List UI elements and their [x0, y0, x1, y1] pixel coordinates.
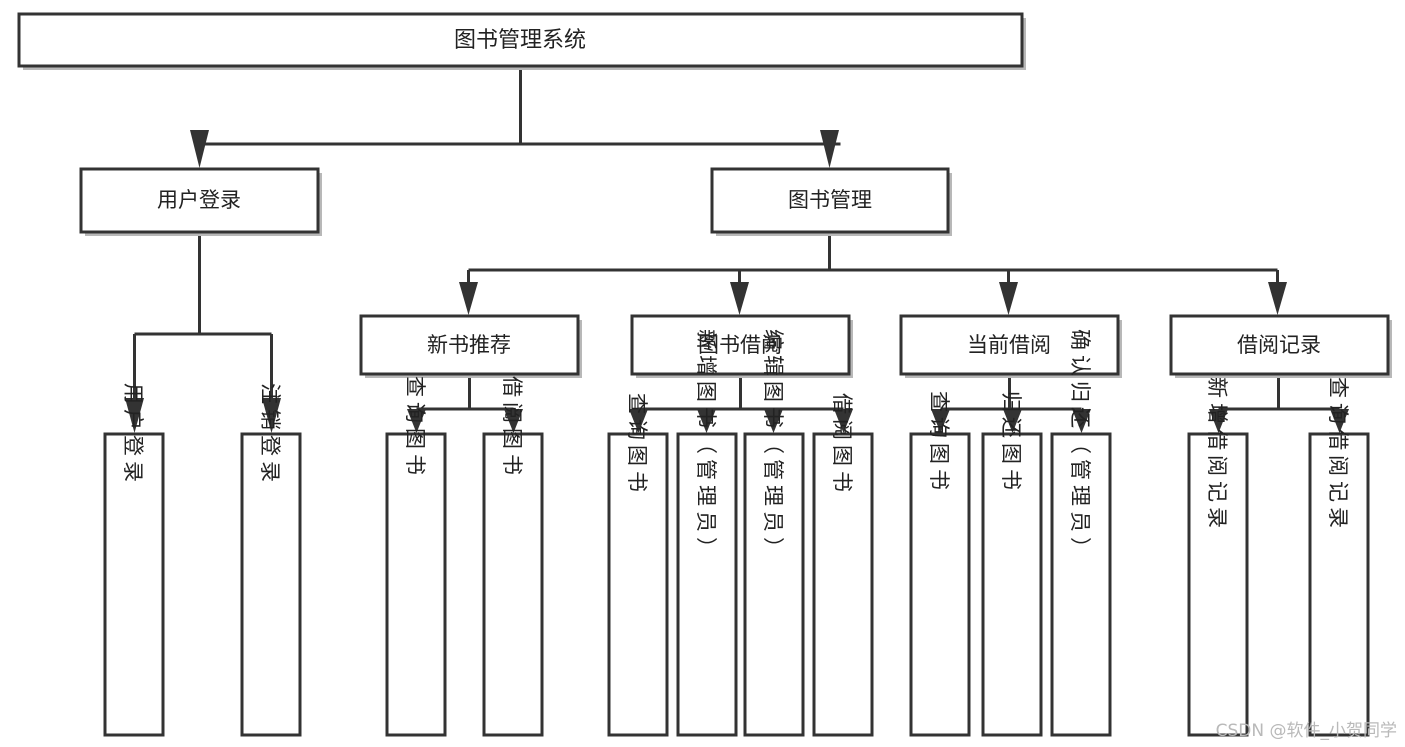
- leaf-node-borrow-book-1[interactable]: 借阅图书: [482, 376, 544, 737]
- new-book-recommend-rect[interactable]: [359, 314, 580, 376]
- arrowhead-leaf-user-logout: [262, 398, 281, 433]
- new-book-recommend-label: 新书推荐: [427, 333, 511, 357]
- leaf-return-book-label: 归还图书: [999, 391, 1023, 495]
- node-book-manage[interactable]: 图书管理: [710, 167, 952, 236]
- leaf-query-book-2-rect[interactable]: [607, 432, 669, 737]
- leaf-node-borrow-book-2[interactable]: 借阅图书: [812, 393, 874, 737]
- user-login-rect[interactable]: [79, 167, 320, 234]
- leaf-query-book-1-rect[interactable]: [385, 432, 447, 737]
- arrowhead-current-borrow: [999, 282, 1018, 315]
- arrowhead-leaf-borrow-book-1: [504, 409, 523, 433]
- node-borrow-record[interactable]: 借阅记录: [1169, 314, 1392, 378]
- book-manage-rect[interactable]: [710, 167, 950, 234]
- arrowhead-leaf-user-login: [125, 398, 144, 433]
- leaf-user-login-rect[interactable]: [103, 432, 165, 737]
- leaf-node-edit-book[interactable]: 编辑图书（管理员）: [743, 329, 805, 737]
- leaf-query-book-1-label: 查询图书: [403, 376, 427, 480]
- leaf-node-user-login[interactable]: 用户登录: [103, 383, 165, 737]
- leaf-node-user-logout[interactable]: 注销登录: [240, 383, 302, 737]
- current-borrow-label: 当前借阅: [967, 333, 1051, 357]
- arrowhead-leaf-add-record: [1209, 409, 1228, 433]
- arrowhead-leaf-confirm-return: [1072, 409, 1091, 433]
- leaf-add-record-label: 新增借阅记录: [1205, 377, 1229, 533]
- node-current-borrow[interactable]: 当前借阅: [899, 314, 1122, 378]
- user-login-label: 用户登录: [157, 188, 241, 212]
- leaf-node-confirm-return[interactable]: 确认归还（管理员）: [1050, 329, 1112, 737]
- leaf-query-record-rect[interactable]: [1308, 432, 1370, 737]
- leaf-query-book-3-rect[interactable]: [909, 432, 971, 737]
- leaf-borrow-book-1-label: 借阅图书: [500, 376, 524, 480]
- leaf-return-book-rect[interactable]: [981, 432, 1043, 737]
- root-label: 图书管理系统: [454, 28, 586, 53]
- leaf-borrow-book-1-rect[interactable]: [482, 432, 544, 737]
- book-borrow-label: 图书借阅: [698, 333, 782, 357]
- leaf-add-book-rect[interactable]: [676, 432, 738, 737]
- leaf-user-logout-label: 注销登录: [258, 383, 282, 487]
- leaf-query-record-label: 查询借阅记录: [1326, 377, 1350, 533]
- arrowhead-new-book-recommend: [459, 282, 478, 315]
- book-manage-label: 图书管理: [788, 188, 872, 212]
- arrowhead-book-borrow: [730, 282, 749, 315]
- leaf-borrow-book-2-rect[interactable]: [812, 432, 874, 737]
- leaf-node-add-book[interactable]: 新增图书（管理员）: [676, 329, 738, 737]
- leaf-user-login-label: 用户登录: [121, 383, 145, 487]
- leaf-confirm-return-label: 确认归还（管理员）: [1068, 329, 1092, 563]
- node-user-login[interactable]: 用户登录: [79, 167, 322, 236]
- arrowhead-leaf-query-book-3: [931, 409, 950, 433]
- node-new-book-recommend[interactable]: 新书推荐: [359, 314, 582, 378]
- leaf-node-query-book-2[interactable]: 查询图书: [607, 393, 669, 737]
- leaf-add-record-rect[interactable]: [1187, 432, 1249, 737]
- arrowhead-leaf-query-book-1: [407, 409, 426, 433]
- arrowhead-leaf-edit-book: [764, 409, 783, 433]
- arrowhead-leaf-return-book: [1003, 409, 1022, 433]
- leaf-edit-book-label: 编辑图书（管理员）: [761, 329, 785, 563]
- leaf-node-return-book[interactable]: 归还图书: [981, 391, 1043, 737]
- node-book-borrow[interactable]: 图书借阅: [630, 314, 853, 378]
- edges-layer: [125, 66, 1349, 433]
- leaf-node-query-book-1[interactable]: 查询图书: [385, 376, 447, 737]
- node-root[interactable]: 图书管理系统: [17, 12, 1026, 70]
- arrowhead-user-login: [190, 130, 209, 168]
- borrow-record-label: 借阅记录: [1237, 333, 1321, 357]
- root-rect[interactable]: [17, 12, 1024, 68]
- leaf-borrow-book-2-label: 借阅图书: [830, 393, 854, 497]
- leaf-node-add-record[interactable]: 新增借阅记录: [1187, 377, 1249, 737]
- leaf-nodes-layer: 用户登录 注销登录 查询图书 借阅图书 查询图书 新增图书（管理员）: [103, 329, 1370, 737]
- leaf-edit-book-rect[interactable]: [743, 432, 805, 737]
- arrowhead-leaf-query-book-2: [629, 409, 648, 433]
- leaf-node-query-record[interactable]: 查询借阅记录: [1308, 377, 1370, 737]
- arrowhead-leaf-query-record: [1330, 409, 1349, 433]
- arrowhead-leaf-borrow-book-2: [834, 409, 853, 433]
- leaf-query-book-3-label: 查询图书: [927, 391, 951, 495]
- leaf-user-logout-rect[interactable]: [240, 432, 302, 737]
- leaf-node-query-book-3[interactable]: 查询图书: [909, 391, 971, 737]
- arrowhead-leaf-add-book: [697, 409, 716, 433]
- current-borrow-rect[interactable]: [899, 314, 1120, 376]
- leaf-query-book-2-label: 查询图书: [625, 393, 649, 497]
- arrowhead-borrow-record: [1268, 282, 1287, 315]
- leaf-confirm-return-rect[interactable]: [1050, 432, 1112, 737]
- arrowhead-book-manage: [820, 130, 839, 168]
- leaf-add-book-label: 新增图书（管理员）: [694, 329, 718, 563]
- borrow-record-label-rect[interactable]: [1169, 314, 1390, 376]
- book-borrow-rect[interactable]: [630, 314, 851, 376]
